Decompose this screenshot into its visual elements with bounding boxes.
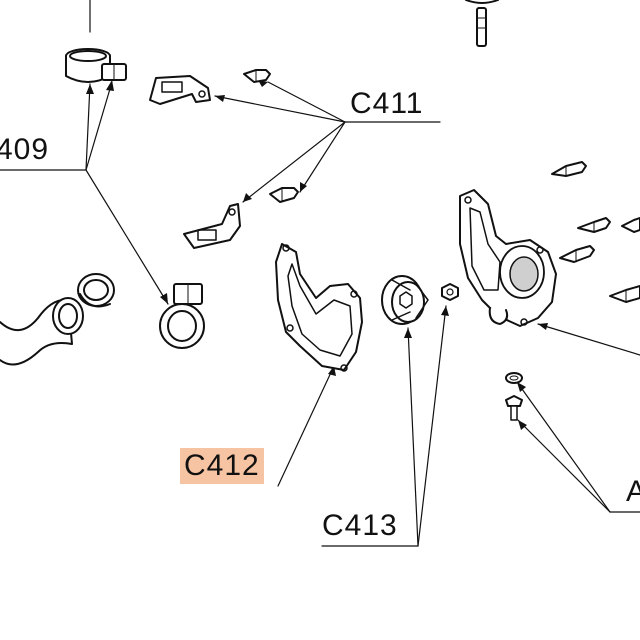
callout-a[interactable]: A <box>626 475 640 508</box>
bolt-icon <box>551 161 587 177</box>
bolt-icon <box>577 217 611 233</box>
bolt-icon <box>621 217 640 233</box>
bolt-icon <box>609 285 640 303</box>
bolt-icon <box>243 69 271 83</box>
callout-c409[interactable]: 409 <box>0 133 50 166</box>
impeller-icon <box>381 275 429 325</box>
nut-icon <box>441 283 459 301</box>
bolt-icon <box>465 0 499 47</box>
bracket-icon <box>149 75 211 105</box>
hose-clamp-icon <box>65 48 127 83</box>
washer-icon <box>505 372 523 384</box>
hose-clamp-icon <box>159 283 205 349</box>
bolt-icon <box>269 187 299 203</box>
bolt-icon <box>505 395 523 421</box>
pump-gasket-icon <box>275 243 363 372</box>
bolt-icon <box>559 245 595 263</box>
coolant-hose-icon <box>0 273 115 366</box>
bracket-icon <box>183 203 241 249</box>
pump-housing-icon <box>459 189 557 327</box>
callout-c412[interactable]: C412 <box>180 448 264 484</box>
callout-c413[interactable]: C413 <box>322 509 398 542</box>
leader-lines <box>0 0 640 547</box>
callout-c411[interactable]: C411 <box>350 87 424 120</box>
